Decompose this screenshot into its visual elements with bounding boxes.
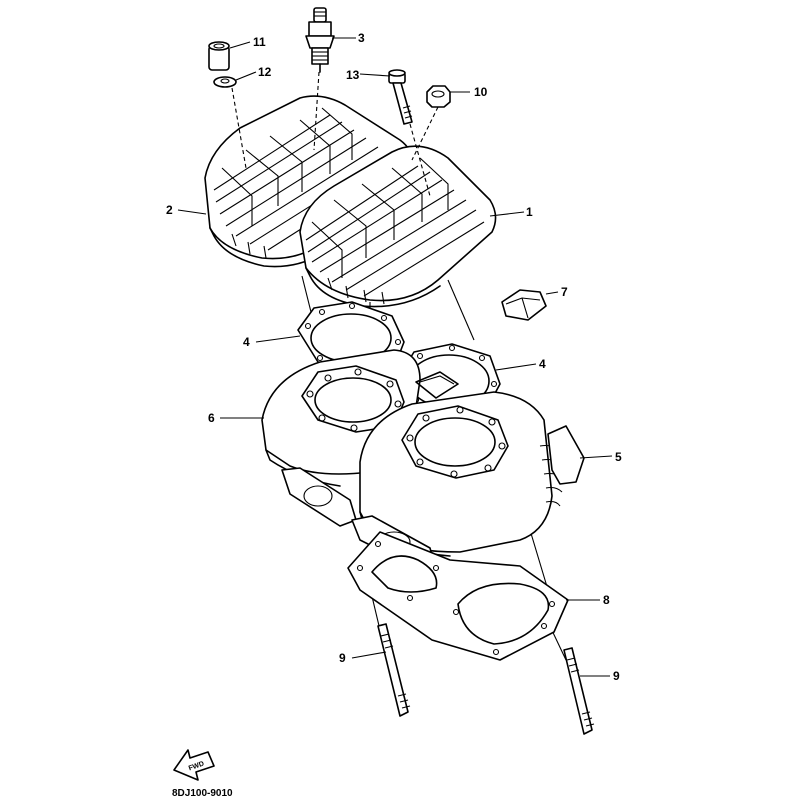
callout-10: 10 [474,85,488,99]
callout-11: 11 [253,35,266,49]
callout-13: 13 [346,68,360,82]
stud-left [377,623,411,717]
callout-5: 5 [615,450,622,464]
callout-9-left: 9 [339,651,346,665]
callout-4-right: 4 [539,357,546,371]
callout-2: 2 [166,203,173,217]
callout-8: 8 [603,593,610,607]
callout-6: 6 [208,411,215,425]
forward-arrow: FWD [173,749,215,781]
part-code: 8DJ100-9010 [172,788,233,799]
callout-12: 12 [258,65,272,79]
head-bolt [388,69,413,125]
sleeve [208,41,230,71]
base-gasket [347,531,569,661]
leader-lines [177,37,613,677]
callout-1: 1 [526,205,533,219]
head-nut [426,85,451,108]
callout-4-left: 4 [243,335,250,349]
spark-plug [305,7,335,73]
callout-3: 3 [358,31,365,45]
washer [213,76,237,88]
callout-9-right: 9 [613,669,620,683]
stud-right [563,647,595,735]
damper [501,289,547,321]
callout-7: 7 [561,285,568,299]
callout-labels: 11 12 3 13 10 2 1 7 4 4 6 5 8 9 9 [166,31,622,683]
